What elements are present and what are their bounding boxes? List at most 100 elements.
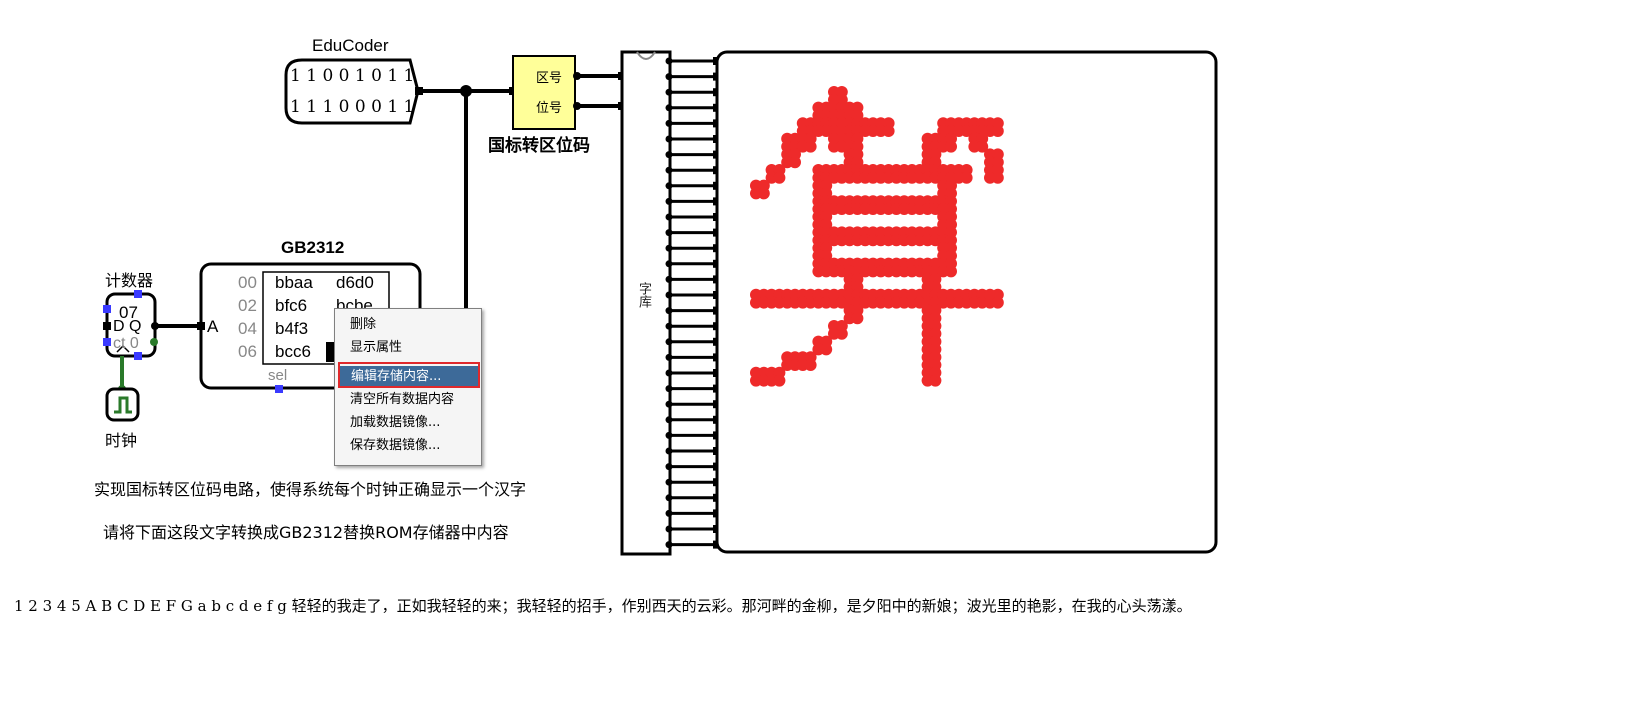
menu-item-save-image[interactable]: 保存数据镜像... [350, 438, 441, 453]
bus-pin-left [665, 478, 673, 486]
rom-addr: 00 [238, 273, 257, 292]
led-dot [960, 171, 973, 184]
bus-pin-left [665, 291, 673, 299]
clock-label: 时钟 [105, 431, 138, 450]
led-dot [991, 296, 1004, 309]
bus-pin-left [665, 463, 673, 471]
led-dot [804, 140, 817, 153]
converter-box[interactable] [512, 55, 576, 130]
clock-box[interactable] [105, 387, 140, 422]
bus-pin-left [665, 416, 673, 424]
counter-port-top[interactable] [134, 290, 142, 298]
bus-pin-left [665, 338, 673, 346]
clock-icon [114, 396, 132, 414]
counter-ct: ct 0 [113, 335, 139, 352]
counter-label: 计数器 [105, 271, 154, 290]
bus-pin-left [665, 400, 673, 408]
led-dot [945, 265, 957, 278]
counter-dq: D Q [113, 318, 142, 335]
menu-item-delete[interactable]: 删除 [350, 317, 377, 332]
bus-pin-left [665, 260, 673, 268]
counter-port-left1[interactable] [103, 305, 111, 313]
bus-pin-left [665, 57, 673, 65]
bus-pin-left [665, 275, 673, 283]
led-dot [789, 156, 801, 169]
bus-pin-left [665, 213, 673, 221]
converter-port-zone: 区号 [536, 71, 563, 86]
rom-sel-label: sel [268, 367, 288, 384]
bus-pin-left [665, 431, 673, 439]
bus-pin-left [665, 135, 673, 143]
led-dot [851, 312, 864, 325]
led-dot [835, 327, 848, 340]
menu-item-edit-contents[interactable]: 编辑存储内容... [339, 366, 479, 388]
counter-port-bottom[interactable] [134, 352, 142, 360]
converter-label: 国标转区位码 [488, 136, 590, 156]
rom-addr: 04 [238, 319, 257, 338]
led-dot [773, 374, 786, 387]
bus-pin-left [665, 229, 673, 237]
context-menu: 删除 显示属性 编辑存储内容... 清空所有数据内容 加载数据镜像... 保存数… [334, 308, 482, 466]
bus-pin-left [665, 151, 673, 159]
font-library-bus [665, 57, 721, 549]
led-dot [773, 171, 786, 184]
note-line1: 实现国标转区位码电路，使得系统每个时钟正确显示一个汉字 [94, 480, 527, 499]
note-line2: 请将下面这段文字转换成GB2312替换ROM存储器中内容 [103, 523, 509, 542]
rom-title: GB2312 [281, 238, 345, 257]
counter-port-left2[interactable] [103, 338, 111, 346]
rom-cell[interactable]: bbaa [275, 273, 313, 292]
bus-pin-left [665, 385, 673, 393]
bus-pin-left [665, 447, 673, 455]
bus-pin-left [665, 244, 673, 252]
educoder-title: EduCoder [312, 36, 389, 55]
bus-pin-left [665, 509, 673, 517]
rom-cell[interactable]: b4f3 [275, 319, 309, 338]
bus-pin-left [665, 166, 673, 174]
highlight-box [338, 362, 480, 388]
counter-value: 07 [119, 303, 138, 322]
led-dot [804, 359, 817, 371]
menu-item-clear-all[interactable]: 清空所有数据内容 [350, 392, 455, 407]
bus-pin-left [665, 88, 673, 96]
menu-item-load-image[interactable]: 加载数据镜像... [350, 415, 441, 430]
font-library-label: 字库 [636, 282, 651, 308]
educoder-row2: 1 1 1 0 0 0 1 1 [290, 97, 415, 117]
bus-pin-left [665, 307, 673, 315]
rom-cursor [326, 342, 336, 362]
rom-cell[interactable]: bcc6 [275, 342, 311, 361]
bus-pin-left [665, 119, 673, 127]
rom-sel-port[interactable] [275, 385, 283, 393]
rom-cell[interactable]: bfc6 [275, 296, 308, 315]
bus-pin-left [665, 197, 673, 205]
led-dot [991, 171, 1004, 184]
bottom-text: 1 2 3 4 5 A B C D E F G a b c d e f g 轻轻… [14, 597, 1192, 615]
counter-port-ct[interactable] [150, 338, 158, 346]
counter-port-d[interactable] [103, 322, 111, 330]
led-dot [929, 374, 942, 387]
menu-item-show-properties[interactable]: 显示属性 [350, 340, 403, 355]
led-dots [750, 86, 1004, 387]
bus-pin-left [665, 525, 673, 533]
font-library-notch [636, 51, 656, 60]
educoder-constant[interactable] [284, 58, 420, 125]
led-dot [757, 187, 770, 200]
converter-port-pos: 位号 [536, 101, 563, 116]
rom-port-a-label: A [207, 317, 219, 336]
bus-pin-left [665, 353, 673, 361]
font-library-box[interactable] [620, 50, 672, 556]
led-dot [991, 125, 1004, 137]
led-dot [820, 343, 833, 356]
led-dot [945, 140, 957, 153]
bus-pin-left [665, 369, 673, 377]
bus-pin-left [665, 104, 673, 112]
bus-pin-left [665, 73, 673, 81]
bus-pin-left [665, 182, 673, 190]
bus-pin-left [665, 494, 673, 502]
bus-pin-left [665, 541, 673, 549]
rom-cell[interactable]: d6d0 [336, 273, 374, 292]
rom-addr: 02 [238, 296, 257, 315]
rom-addr: 06 [238, 342, 257, 361]
bus-pin-left [665, 322, 673, 330]
educoder-row1: 1 1 0 0 1 0 1 1 [290, 66, 415, 86]
